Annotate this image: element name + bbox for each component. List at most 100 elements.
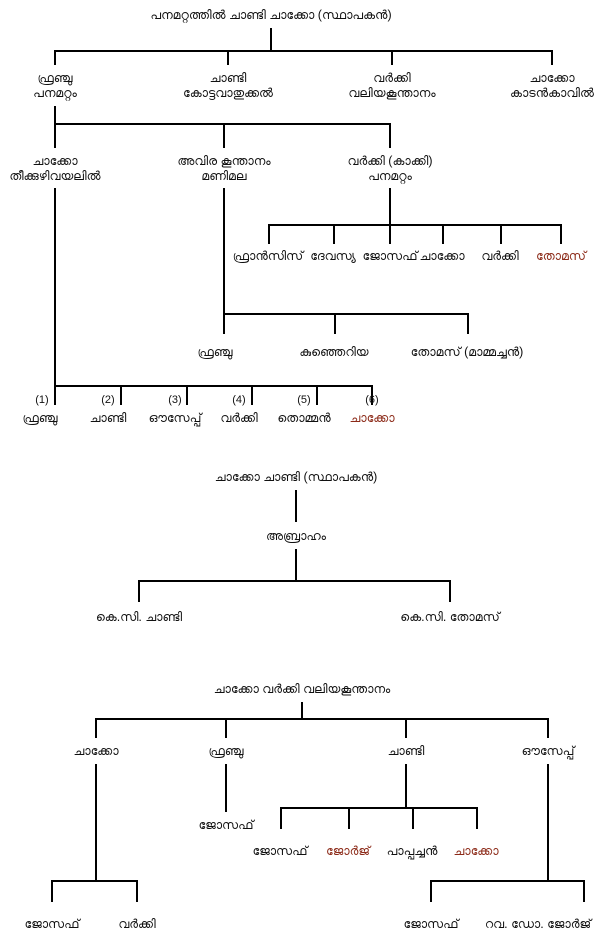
tree2-root-label: ചാക്കോ ചാണ്ടി (സ്ഥാപകൻ) bbox=[214, 470, 378, 484]
tree1-gen2-drop-1 bbox=[54, 50, 56, 65]
tree2-level3-node-2: കെ.സി. തോമസ് bbox=[400, 610, 499, 625]
tree1-varkey-drop-5 bbox=[500, 224, 502, 244]
tree1-gen2-node-4: ചാക്കോ കാടൻകാവിൽ bbox=[510, 71, 594, 101]
index-label: (5) bbox=[297, 394, 311, 406]
tree2-level3-drop-2 bbox=[449, 580, 451, 602]
tree1-chacko-index-5: (5) bbox=[297, 394, 310, 406]
node-label: കെ.സി. തോമസ് bbox=[400, 610, 500, 624]
tree1-chacko-index-6: (6) bbox=[365, 394, 378, 406]
node-line2: കാടൻകാവിൽ bbox=[510, 86, 594, 100]
tree3-gen2-node-1: ചാക്കോ bbox=[73, 744, 118, 759]
tree3-chandy-child-2: ജോർജ് bbox=[326, 844, 370, 859]
tree3-gen2-node-4: ഔസേപ്പ് bbox=[522, 744, 575, 759]
tree2-root-stem bbox=[295, 490, 297, 522]
node-label: ചാക്കോ bbox=[349, 411, 395, 425]
tree3-gen2-node-3: ചാണ്ടി bbox=[388, 744, 425, 759]
node-label: കുഞ്ഞെറിയ bbox=[299, 345, 369, 359]
tree3-chandy-drop-2 bbox=[348, 807, 350, 829]
node-label: ജോസഫ് bbox=[24, 917, 80, 931]
tree1-chacko-drop-4 bbox=[251, 385, 253, 405]
tree3-chacko-child-2: വർക്കി bbox=[118, 917, 155, 932]
tree1-chacko-child-2: ചാണ്ടി bbox=[90, 411, 127, 426]
node-line1: ചാക്കോ bbox=[32, 154, 78, 168]
node-label: വർക്കി bbox=[220, 411, 258, 425]
node-label: ചാണ്ടി bbox=[387, 744, 425, 758]
node-label: റവ. ഡോ. ജോർജ് bbox=[484, 917, 592, 931]
node-label: ജോർജ് bbox=[326, 844, 370, 858]
tree1-gen2-drop-4 bbox=[551, 50, 553, 65]
tree1-avira-child-3: തോമസ് (മാമ്മച്ചൻ) bbox=[411, 345, 524, 360]
node-line2: പനമറ്റം bbox=[33, 86, 77, 100]
node-label: ജോസഫ് bbox=[252, 844, 308, 858]
tree1-avira-stem bbox=[223, 188, 225, 314]
tree1-varkey-drop-3 bbox=[389, 224, 391, 244]
tree3-ousep-child-2: റവ. ഡോ. ജോർജ് bbox=[485, 917, 591, 932]
tree1-chacko-drop-3 bbox=[186, 385, 188, 405]
tree1-chacko-child-1: ഫ്രഞ്ചു bbox=[22, 411, 57, 426]
node-label: ദേവസ്യ bbox=[310, 249, 356, 263]
node-label: വർക്കി bbox=[118, 917, 156, 931]
tree3-gen2-drop-2 bbox=[225, 718, 227, 738]
index-label: (6) bbox=[365, 394, 379, 406]
node-line2: തീക്കുഴിവയലിൽ bbox=[9, 169, 101, 183]
tree3-chandy-stem bbox=[405, 764, 407, 808]
tree1-root: പനമറ്റത്തിൽ ചാണ്ടി ചാക്കോ (സ്ഥാപകൻ) bbox=[150, 8, 391, 23]
tree1-varkey-child-5: വർക്കി bbox=[481, 249, 518, 264]
node-line1: വർക്കി bbox=[373, 71, 411, 85]
node-label: തോമസ് (മാമ്മച്ചൻ) bbox=[410, 345, 524, 359]
tree3-chacko-stem bbox=[95, 764, 97, 881]
tree1-varkey-bus bbox=[268, 224, 561, 226]
tree3-ousep-drop-1 bbox=[430, 880, 432, 902]
tree1-chacko-drop-1 bbox=[54, 385, 56, 405]
tree3-chandy-child-3: പാപ്പച്ചൻ bbox=[387, 844, 438, 859]
tree2-root: ചാക്കോ ചാണ്ടി (സ്ഥാപകൻ) bbox=[215, 470, 378, 485]
node-label: ചാണ്ടി bbox=[89, 411, 127, 425]
tree1-chacko-bus bbox=[54, 385, 372, 387]
tree2-level3-bus bbox=[138, 580, 451, 582]
tree1-gen3-drop-2 bbox=[223, 123, 225, 148]
index-label: (2) bbox=[101, 394, 115, 406]
tree1-gen3-drop-3 bbox=[389, 123, 391, 148]
tree1-chacko-drop-6 bbox=[371, 385, 373, 405]
tree1-gen3-drop-1 bbox=[54, 123, 56, 148]
tree2-level3-drop-1 bbox=[138, 580, 140, 602]
node-label: ഫ്രഞ്ചു bbox=[208, 744, 244, 758]
tree3-root-stem bbox=[301, 702, 303, 719]
node-line2: മണിമല bbox=[201, 169, 247, 183]
tree1-varkey-child-6: തോമസ് bbox=[536, 249, 586, 264]
tree1-chacko-child-3: ഔസേപ്പ് bbox=[149, 411, 202, 426]
node-label: ഫ്രഞ്ചു bbox=[22, 411, 58, 425]
node-label: കെ.സി. ചാണ്ടി bbox=[95, 610, 183, 624]
node-line1: ചാക്കോ bbox=[529, 71, 575, 85]
tree1-root-label: പനമറ്റത്തിൽ ചാണ്ടി ചാക്കോ (സ്ഥാപകൻ) bbox=[150, 8, 392, 22]
tree3-ousep-child-1: ജോസഫ് bbox=[404, 917, 459, 932]
tree1-gen2-node-1: ഫ്രഞ്ചു പനമറ്റം bbox=[33, 71, 77, 101]
tree2-level2-stem bbox=[295, 549, 297, 581]
node-label: ജോസഫ് bbox=[198, 818, 254, 832]
tree3-gen2-drop-1 bbox=[95, 718, 97, 738]
node-label: തോമസ് bbox=[536, 249, 586, 263]
tree1-chacko-index-1: (1) bbox=[35, 394, 48, 406]
node-label: വർക്കി bbox=[481, 249, 519, 263]
tree3-chandy-bus bbox=[280, 807, 477, 809]
tree1-varkey-child-4: ചാക്കോ bbox=[419, 249, 464, 264]
tree1-chacko-stem bbox=[54, 188, 56, 386]
tree3-gen2-drop-3 bbox=[405, 718, 407, 738]
tree3-chacko-bus bbox=[51, 880, 137, 882]
node-line1: അവിര കൂന്താനം bbox=[177, 154, 271, 168]
node-label: ഔസേപ്പ് bbox=[148, 411, 202, 425]
tree1-avira-bus bbox=[223, 313, 468, 315]
tree3-chandy-drop-1 bbox=[280, 807, 282, 829]
tree1-chacko-child-6: ചാക്കോ bbox=[349, 411, 394, 426]
tree1-varkey-drop-4 bbox=[442, 224, 444, 244]
tree1-varkey-drop-6 bbox=[560, 224, 562, 244]
tree1-gen2-node-3: വർക്കി വലിയകൂന്താനം bbox=[348, 71, 435, 101]
tree1-avira-child-2: കുഞ്ഞെറിയ bbox=[299, 345, 368, 360]
tree3-gen2-node-2: ഫ്രഞ്ചു bbox=[208, 744, 243, 759]
tree1-gen3-node-2: അവിര കൂന്താനം മണിമല bbox=[177, 154, 270, 184]
tree1-gen2-bus bbox=[54, 50, 553, 52]
node-label: ചാക്കോ bbox=[419, 249, 465, 263]
tree1-chacko-drop-5 bbox=[316, 385, 318, 405]
tree3-chacko-drop-2 bbox=[136, 880, 138, 902]
